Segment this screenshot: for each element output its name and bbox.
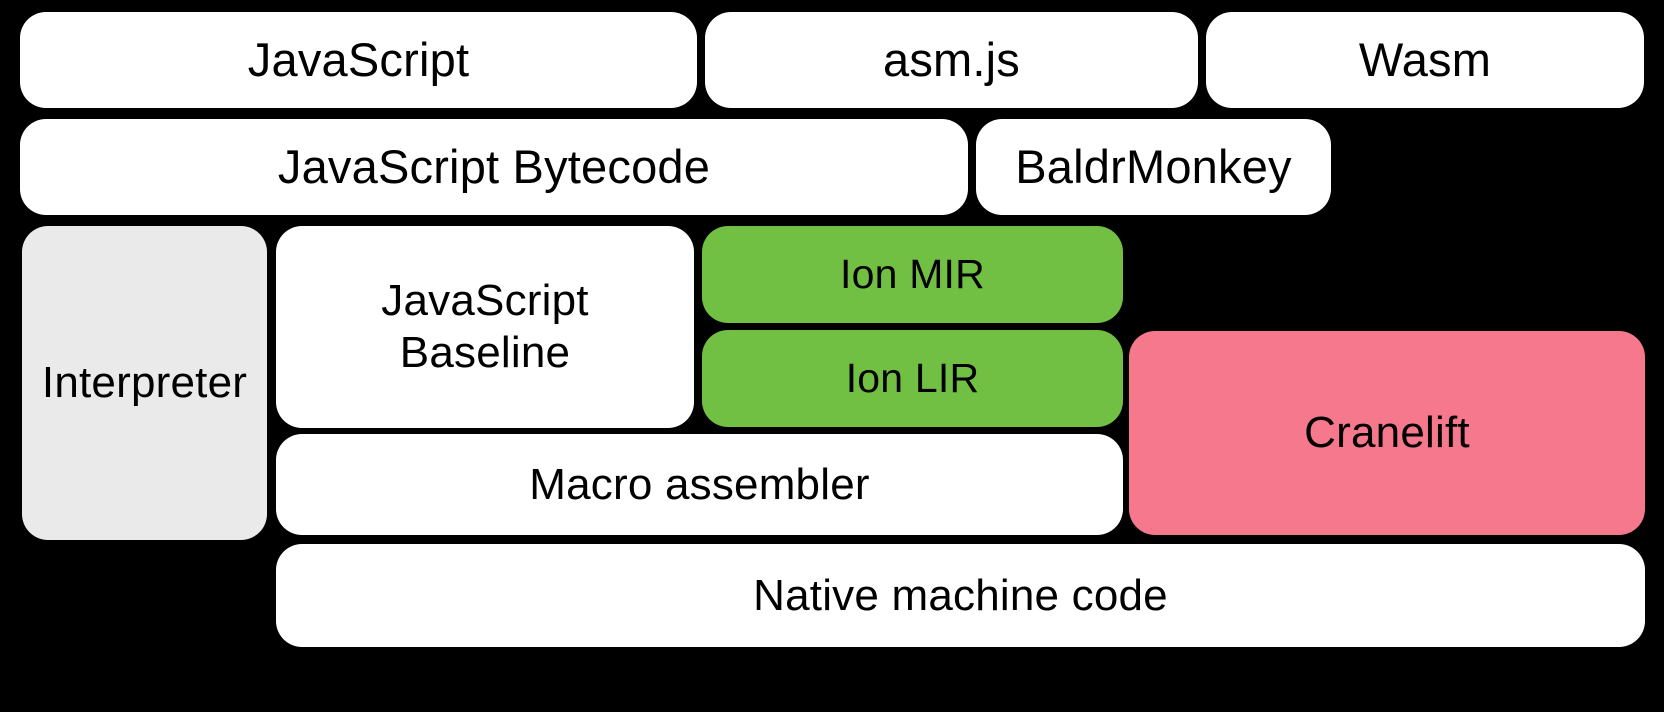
node-interpreter[interactable]: Interpreter [22,226,267,540]
node-native-machine-code[interactable]: Native machine code [276,544,1645,647]
node-javascript-bytecode[interactable]: JavaScript Bytecode [20,119,968,215]
node-macro-assembler[interactable]: Macro assembler [276,434,1123,535]
node-ion-mir[interactable]: Ion MIR [702,226,1123,323]
node-baldrmonkey[interactable]: BaldrMonkey [976,119,1331,215]
node-javascript-baseline[interactable]: JavaScript Baseline [276,226,694,428]
node-cranelift[interactable]: Cranelift [1129,331,1645,535]
node-javascript[interactable]: JavaScript [20,12,697,108]
node-wasm[interactable]: Wasm [1206,12,1644,108]
node-asm-js[interactable]: asm.js [705,12,1198,108]
node-ion-lir[interactable]: Ion LIR [702,330,1123,427]
